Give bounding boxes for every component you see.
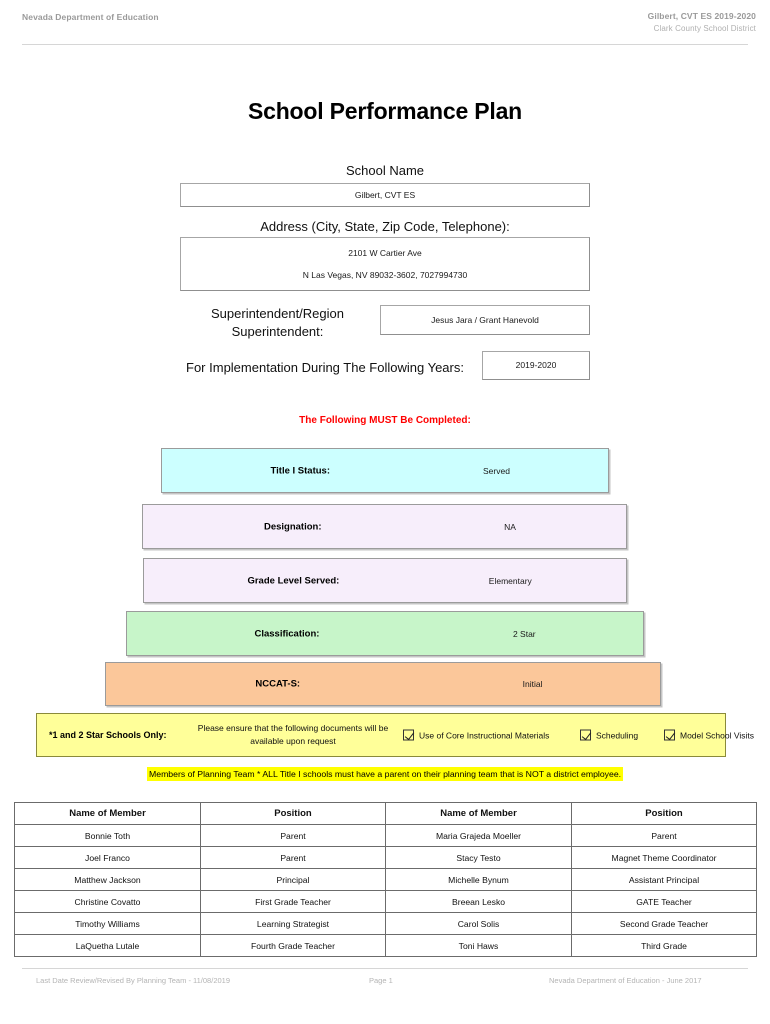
cell-member-name[interactable]: LaQuetha Lutale <box>14 934 201 957</box>
address-field[interactable]: 2101 W Cartier Ave N Las Vegas, NV 89032… <box>180 237 590 291</box>
column-header-position-2: Position <box>571 802 757 825</box>
cell-member-position[interactable]: Fourth Grade Teacher <box>200 934 386 957</box>
footer-source: Nevada Department of Education - June 20… <box>549 976 702 985</box>
footer-divider <box>22 968 748 969</box>
page-header: Nevada Department of Education Gilbert, … <box>0 0 770 46</box>
address-line-2: N Las Vegas, NV 89032-3602, 7027994730 <box>302 270 468 280</box>
cell-member-position[interactable]: GATE Teacher <box>571 890 757 913</box>
status-bar-nccat-s[interactable]: NCCAT-S: Initial <box>105 662 661 706</box>
status-bar-grade-level[interactable]: Grade Level Served: Elementary <box>143 558 627 603</box>
checkbox-row-core-materials[interactable]: Use of Core Instructional Materials <box>403 729 550 741</box>
header-district: Clark County School District <box>653 24 756 33</box>
column-header-name-2: Name of Member <box>385 802 572 825</box>
cell-member-name[interactable]: Maria Grajeda Moeller <box>385 824 572 847</box>
cell-member-name[interactable]: Carol Solis <box>385 912 572 935</box>
status-bar-designation-label: Designation: <box>263 521 322 532</box>
address-label: Address (City, State, Zip Code, Telephon… <box>260 219 510 234</box>
cell-member-name[interactable]: Michelle Bynum <box>385 868 572 891</box>
cell-member-position[interactable]: Magnet Theme Coordinator <box>571 846 757 869</box>
checkbox-label-core-materials: Use of Core Instructional Materials <box>419 730 550 740</box>
superintendent-field[interactable]: Jesus Jara / Grant Hanevold <box>380 305 590 335</box>
cell-member-name[interactable]: Toni Haws <box>385 934 572 957</box>
cell-member-position[interactable]: Second Grade Teacher <box>571 912 757 935</box>
checked-checkbox-icon[interactable] <box>403 729 414 741</box>
planning-team-table: Name of Member Position Name of Member P… <box>14 802 757 957</box>
documents-available-text: Please ensure that the following documen… <box>197 722 389 746</box>
page-footer: Last Date Review/Revised By Planning Tea… <box>0 976 770 990</box>
status-bar-designation[interactable]: Designation: NA <box>142 504 627 549</box>
planning-team-banner: Members of Planning Team * ALL Title I s… <box>147 767 624 781</box>
footer-page-number: Page 1 <box>369 976 393 985</box>
status-bar-classification[interactable]: Classification: 2 Star <box>126 611 644 656</box>
address-line-1: 2101 W Cartier Ave <box>348 247 422 258</box>
checkbox-label-scheduling: Scheduling <box>596 730 639 740</box>
cell-member-position[interactable]: Parent <box>200 824 386 847</box>
header-divider <box>22 44 748 45</box>
status-bar-classification-label: Classification: <box>254 628 320 639</box>
checkbox-row-scheduling[interactable]: Scheduling <box>580 729 639 741</box>
checked-checkbox-icon[interactable] <box>580 729 591 741</box>
status-bar-title-i[interactable]: Title I Status: Served <box>161 448 609 493</box>
header-school-year: Gilbert, CVT ES 2019-2020 <box>647 11 756 21</box>
superintendent-label: Superintendent/Region Superintendent: <box>211 306 344 339</box>
school-name-field[interactable]: Gilbert, CVT ES <box>180 183 590 207</box>
column-header-name-1: Name of Member <box>14 802 201 825</box>
must-be-completed-notice: The Following MUST Be Completed: <box>299 415 471 426</box>
status-bar-nccat-s-label: NCCAT-S: <box>255 678 301 690</box>
header-school-info: Gilbert, CVT ES 2019-2020 Clark County S… <box>648 11 756 33</box>
school-name-value: Gilbert, CVT ES <box>354 189 416 200</box>
status-bar-grade-level-label: Grade Level Served: <box>247 575 340 586</box>
cell-member-position[interactable]: Third Grade <box>571 934 757 957</box>
cell-member-name[interactable]: Stacy Testo <box>385 846 572 869</box>
cell-member-position[interactable]: First Grade Teacher <box>200 890 386 913</box>
cell-member-position[interactable]: Parent <box>200 846 386 869</box>
implementation-years-field[interactable]: 2019-2020 <box>482 351 590 380</box>
cell-member-position[interactable]: Assistant Principal <box>571 868 757 891</box>
cell-member-name[interactable]: Timothy Williams <box>14 912 201 935</box>
status-bar-grade-level-value: Elementary <box>488 575 532 586</box>
status-bar-title-i-label: Title I Status: <box>270 465 330 476</box>
cell-member-name[interactable]: Christine Covatto <box>14 890 201 913</box>
status-bar-designation-value: NA <box>504 521 516 532</box>
checked-checkbox-icon[interactable] <box>664 729 675 741</box>
page-title: School Performance Plan <box>247 98 523 124</box>
column-header-position-1: Position <box>200 802 386 825</box>
header-agency-title: Nevada Department of Education <box>22 12 159 22</box>
superintendent-value: Jesus Jara / Grant Hanevold <box>431 314 539 325</box>
cell-member-name[interactable]: Breean Lesko <box>385 890 572 913</box>
checkbox-label-model-school-visits: Model School Visits <box>680 730 755 740</box>
implementation-years-label: For Implementation During The Following … <box>186 360 464 375</box>
star-schools-only-label: *1 and 2 Star Schools Only: <box>49 730 167 740</box>
footer-last-revised: Last Date Review/Revised By Planning Tea… <box>36 976 231 985</box>
status-bar-classification-value: 2 Star <box>512 628 536 639</box>
cell-member-position[interactable]: Principal <box>200 868 386 891</box>
status-bar-title-i-value: Served <box>483 465 510 476</box>
implementation-years-value: 2019-2020 <box>515 360 557 371</box>
table-header-row: Name of Member Position Name of Member P… <box>14 802 757 825</box>
checkbox-row-model-school-visits[interactable]: Model School Visits <box>664 729 755 741</box>
status-bar-nccat-s-value: Initial <box>522 679 543 689</box>
school-name-label: School Name <box>345 163 425 178</box>
star-schools-note-box: *1 and 2 Star Schools Only: Please ensur… <box>36 713 754 757</box>
cell-member-name[interactable]: Matthew Jackson <box>14 868 201 891</box>
cell-member-name[interactable]: Joel Franco <box>14 846 201 869</box>
cell-member-position[interactable]: Learning Strategist <box>200 912 386 935</box>
cell-member-name[interactable]: Bonnie Toth <box>14 824 201 847</box>
cell-member-position[interactable]: Parent <box>571 824 757 847</box>
